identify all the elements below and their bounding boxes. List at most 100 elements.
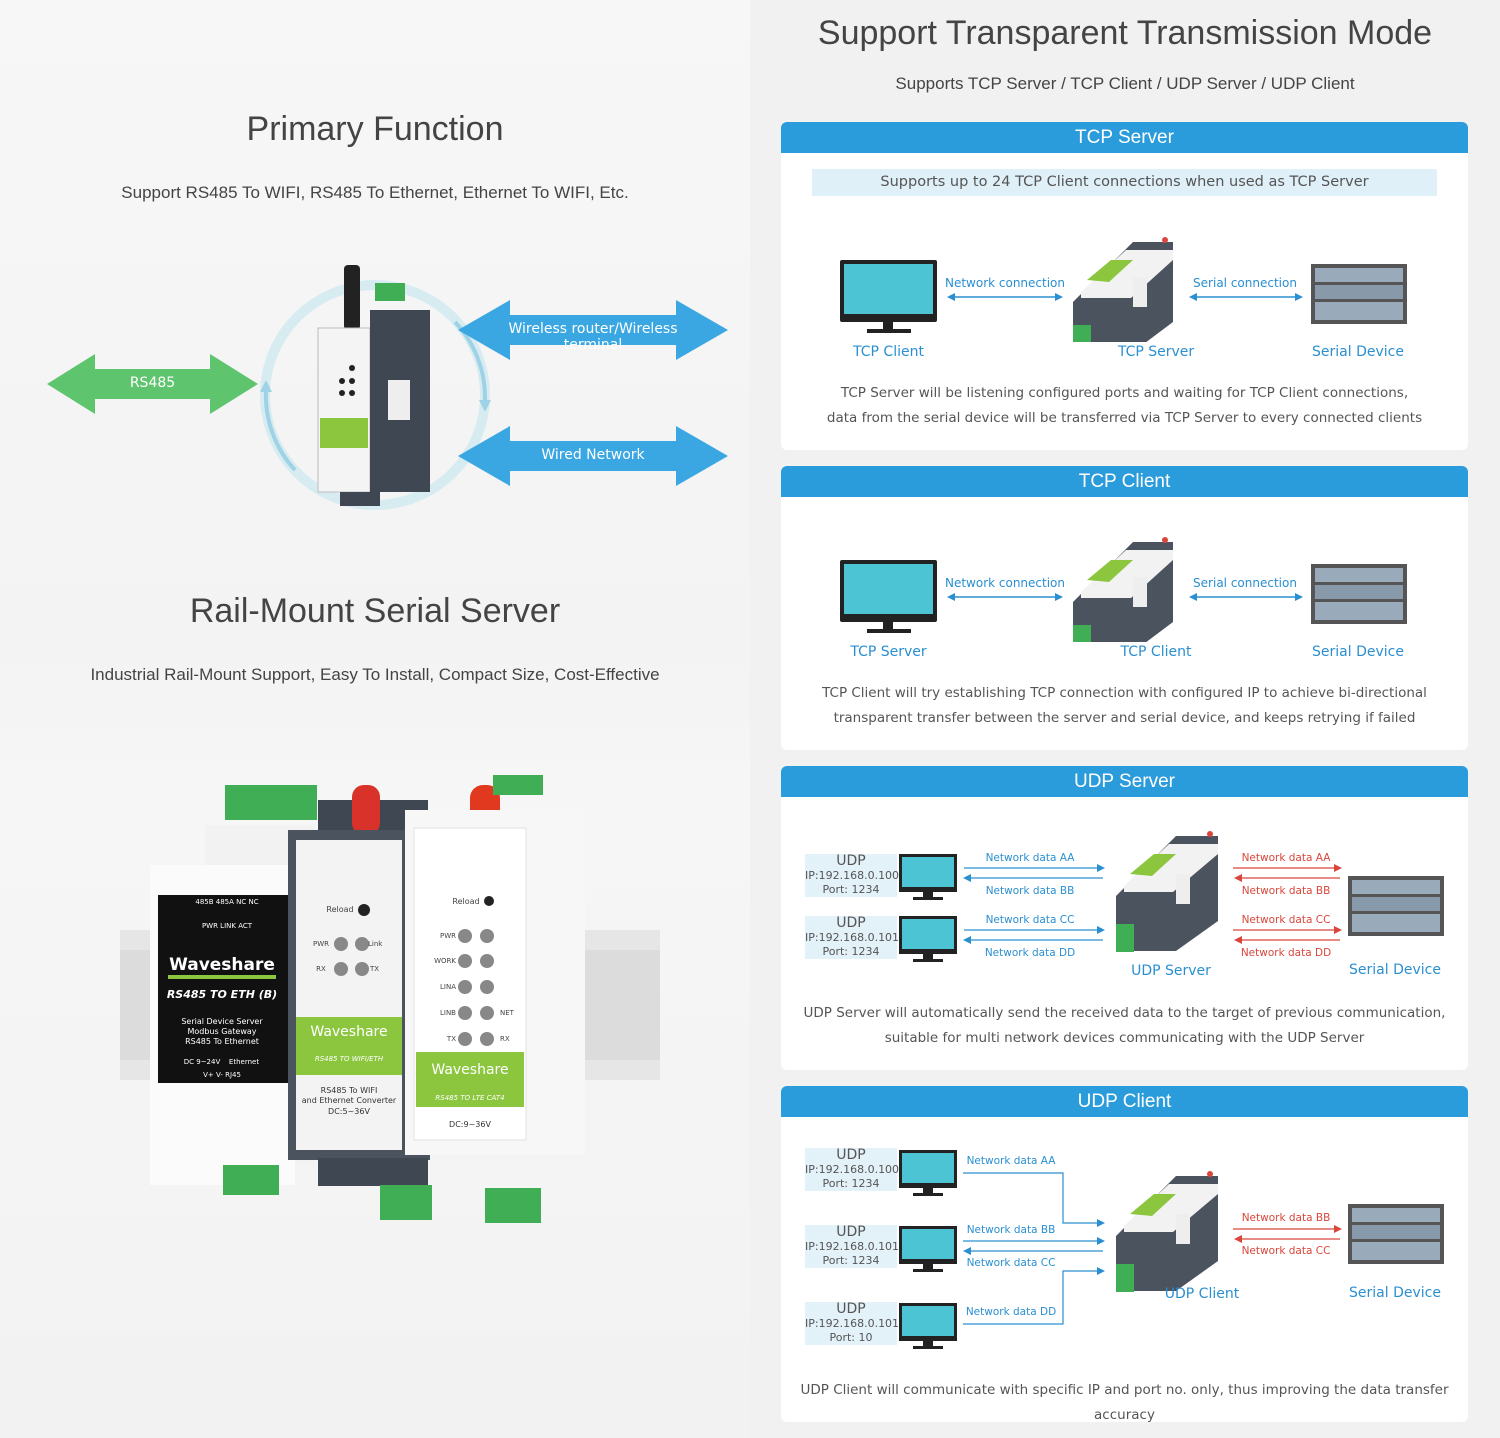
udp-endpoint-ip: IP:192.168.0.101 — [805, 1240, 900, 1253]
device-side-label — [388, 380, 410, 420]
cycle-arrow-head-left — [260, 380, 272, 392]
device-front — [317, 327, 371, 493]
tcp-server-card: TCP Server Supports up to 24 TCP Client … — [781, 122, 1468, 450]
udp-server-header: UDP Server — [781, 766, 1468, 797]
network-data-dd: Network data DD — [984, 947, 1076, 959]
transmission-mode-subtitle: Supports TCP Server / TCP Client / UDP S… — [895, 74, 1355, 93]
udp-endpoint-ip: IP:192.168.0.101 — [805, 931, 900, 944]
network-data-bb-serial: Network data BB — [1241, 1212, 1331, 1224]
tcp-client-diagram — [840, 537, 1407, 642]
dev1-line3: RS485 To Ethernet — [185, 1037, 259, 1046]
udp-client-header: UDP Client — [781, 1086, 1468, 1117]
udp-server-diagram — [899, 831, 1444, 962]
serial-server-device-icon — [1073, 237, 1173, 342]
primary-function-subtitle: Support RS485 To WIFI, RS485 To Ethernet… — [121, 183, 629, 202]
udp-server-desc-2: suitable for multi network devices commu… — [884, 1030, 1365, 1046]
network-data-cc-serial: Network data CC — [1241, 1245, 1331, 1257]
arrow-serial — [1189, 293, 1303, 301]
udp-endpoint-1: UDP IP:192.168.0.100 Port: 1234 — [805, 854, 899, 897]
dev3-terminal-bottom — [485, 1188, 541, 1223]
dev3-tx: TX — [446, 1035, 456, 1043]
udp-server-caption: UDP Server — [1131, 963, 1211, 979]
dev2-green-label — [296, 1017, 402, 1075]
dev2-rx: RX — [316, 965, 326, 973]
serial-device-rack-icon — [1311, 564, 1407, 624]
udp-endpoint-port: Port: 1234 — [822, 1254, 880, 1267]
serial-device-rack-icon — [1348, 876, 1444, 936]
blue-data-arrows — [963, 1172, 1105, 1325]
dev2-line2: and Ethernet Converter — [301, 1096, 397, 1105]
udp-endpoint-ip: IP:192.168.0.101 — [805, 1317, 900, 1330]
dev2-power: DC:5~36V — [328, 1107, 370, 1116]
udp-endpoint-3: UDP IP:192.168.0.101 Port: 10 — [805, 1302, 900, 1345]
cycle-arrow-right — [453, 320, 488, 401]
rs485-label: RS485 — [129, 375, 176, 391]
udp-client-caption: UDP Client — [1164, 1286, 1240, 1302]
monitor-icon — [899, 1303, 957, 1349]
tcp-client-desc-1: TCP Client will try establishing TCP con… — [822, 685, 1427, 701]
dev2-pwr: PWR — [312, 940, 329, 948]
dev3-green-label — [416, 1052, 524, 1107]
rail-mount-illustration — [120, 775, 660, 1223]
dev1-terminal-bottom — [223, 1165, 279, 1195]
blue-data-arrows — [963, 864, 1105, 944]
tcp-server-desc-1: TCP Server will be listening configured … — [840, 385, 1409, 401]
dev3-rx: RX — [500, 1035, 510, 1043]
network-data-aa: Network data AA — [985, 852, 1075, 864]
terminal-block-top — [375, 283, 405, 301]
right-panel: Support Transparent Transmission Mode Su… — [750, 0, 1500, 1438]
udp-endpoint-title: UDP — [836, 915, 866, 931]
udp-server-desc-1: UDP Server will automatically send the r… — [803, 1005, 1446, 1021]
tcp-client-caption: TCP Client — [853, 344, 924, 360]
udp-server-card: UDP Server UDP IP:192.168.0.100 Port: 12… — [781, 766, 1468, 1070]
cycle-arrow-head-right — [479, 400, 491, 412]
network-data-cc: Network data CC — [966, 1257, 1056, 1269]
dev2-front — [296, 840, 402, 1150]
network-data-cc: Network data CC — [985, 914, 1075, 926]
wireless-arrow — [458, 300, 728, 360]
dev1-eth: Ethernet — [228, 1058, 260, 1066]
dev2-reload: Reload — [326, 905, 354, 914]
network-data-bb: Network data BB — [966, 1224, 1056, 1236]
tcp-client-caption: TCP Client — [1120, 644, 1192, 660]
serial-device-caption: Serial Device — [1349, 962, 1441, 978]
dev1-terminal-top — [225, 785, 317, 820]
udp-client-desc-1: UDP Client will communicate with specifi… — [800, 1382, 1449, 1422]
serial-device-rack-icon — [1348, 1204, 1444, 1264]
udp-endpoint-port: Port: 1234 — [822, 883, 880, 896]
dev3-brand: Waveshare — [431, 1062, 509, 1078]
tcp-server-diagram — [840, 237, 1407, 342]
arrow-serial — [1189, 593, 1303, 601]
serial-connection-label: Serial connection — [1193, 276, 1297, 290]
udp-endpoint-port: Port: 10 — [829, 1331, 873, 1344]
left-panel: Primary Function Support RS485 To WIFI, … — [0, 0, 750, 1438]
arrow-network — [947, 293, 1063, 301]
udp-client-diagram — [899, 1150, 1444, 1349]
udp-endpoint-ip: IP:192.168.0.100 — [805, 1163, 900, 1176]
udp-endpoint-title: UDP — [836, 1147, 866, 1163]
serial-server-device-icon — [1073, 537, 1173, 642]
primary-function-title: Primary Function — [246, 110, 504, 148]
monitor-icon — [840, 560, 937, 633]
serial-device-caption: Serial Device — [1349, 1285, 1441, 1301]
monitor-icon — [899, 1226, 957, 1272]
network-data-dd: Network data DD — [965, 1306, 1057, 1318]
primary-function-diagram — [47, 265, 728, 510]
serial-server-device-icon — [1116, 831, 1218, 952]
monitor-icon — [899, 916, 957, 962]
tcp-server-desc-2: data from the serial device will be tran… — [826, 410, 1423, 426]
network-data-bb: Network data BB — [985, 885, 1075, 897]
udp-client-card: UDP Client UDP IP:192.168.0.100 Port: 12… — [781, 1086, 1468, 1422]
red-data-arrows — [1233, 1225, 1342, 1243]
rail-mount-subtitle: Industrial Rail-Mount Support, Easy To I… — [90, 665, 660, 684]
antenna — [344, 265, 360, 330]
dev3-linb: LINB — [439, 1009, 456, 1017]
dev1-port-labels: V+ V- RJ45 — [203, 1071, 241, 1079]
udp-endpoint-title: UDP — [836, 1224, 866, 1240]
udp-endpoint-1: UDP IP:192.168.0.100 Port: 1234 — [805, 1147, 900, 1191]
tcp-server-highlight: Supports up to 24 TCP Client connections… — [812, 169, 1437, 196]
device-label-green — [320, 418, 368, 448]
dev1-pin-labels: 485B 485A NC NC — [195, 898, 259, 906]
tcp-server-caption: TCP Server — [1117, 344, 1195, 360]
dev3-net: NET — [500, 1009, 514, 1017]
